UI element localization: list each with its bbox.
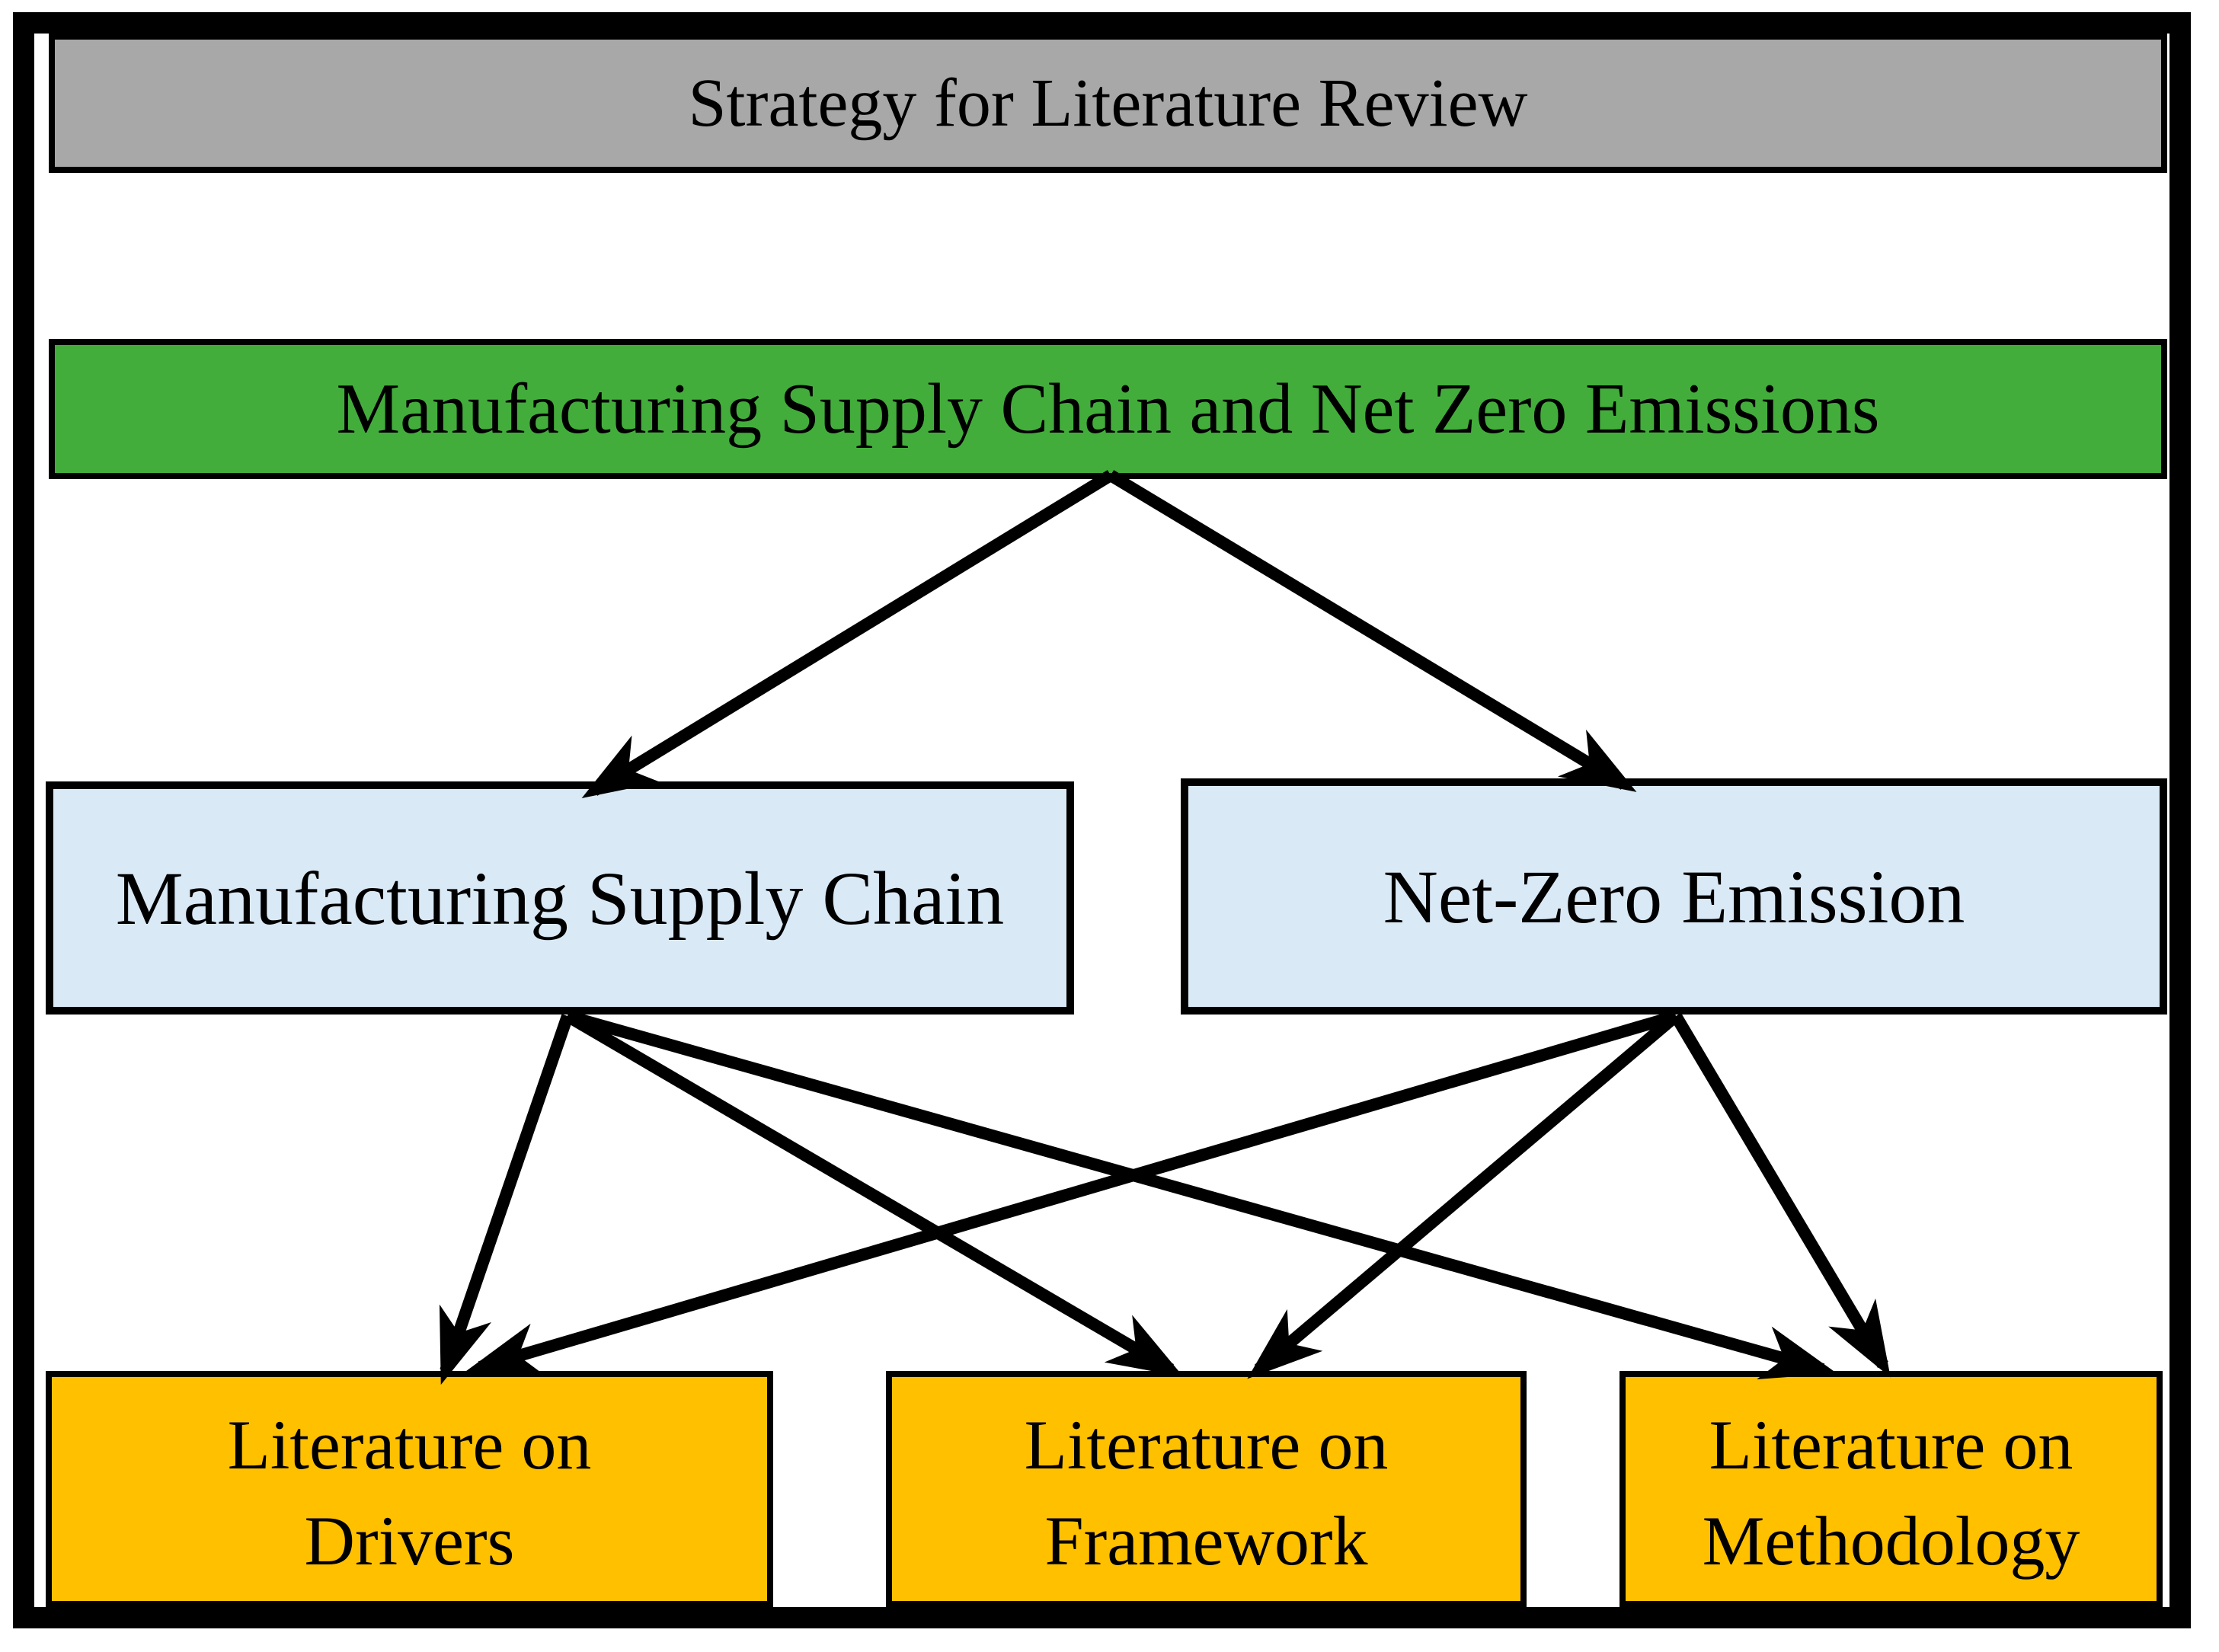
node-supply-chain-and-net-zero-label: Manufacturing Supply Chain and Net Zero … <box>336 369 1880 449</box>
node-literature-on-framework-line1: Literature on <box>1024 1406 1389 1484</box>
node-literature-on-framework: Literature on Framework <box>886 1371 1527 1607</box>
node-manufacturing-supply-chain-label: Manufacturing Supply Chain <box>115 855 1005 941</box>
node-literature-on-methodology-line2: Methodology <box>1702 1502 2080 1580</box>
node-literature-on-drivers-line1: Literature on <box>227 1406 592 1484</box>
node-literature-on-framework-line2: Framework <box>1044 1502 1368 1580</box>
diagram-title: Strategy for Literature Review <box>688 66 1528 141</box>
node-supply-chain-and-net-zero: Manufacturing Supply Chain and Net Zero … <box>49 339 2167 479</box>
node-literature-on-drivers: Literature on Drivers <box>46 1371 773 1607</box>
node-net-zero-emission-label: Net-Zero Emission <box>1383 854 1965 939</box>
node-net-zero-emission: Net-Zero Emission <box>1181 778 2167 1015</box>
node-literature-on-methodology-line1: Literature on <box>1709 1406 2074 1484</box>
outer-frame <box>13 12 2191 1628</box>
node-literature-on-methodology: Literature on Methodology <box>1619 1371 2163 1607</box>
node-manufacturing-supply-chain: Manufacturing Supply Chain <box>46 781 1074 1015</box>
node-literature-on-drivers-line2: Drivers <box>304 1502 515 1580</box>
title-bar: Strategy for Literature Review <box>49 34 2167 173</box>
